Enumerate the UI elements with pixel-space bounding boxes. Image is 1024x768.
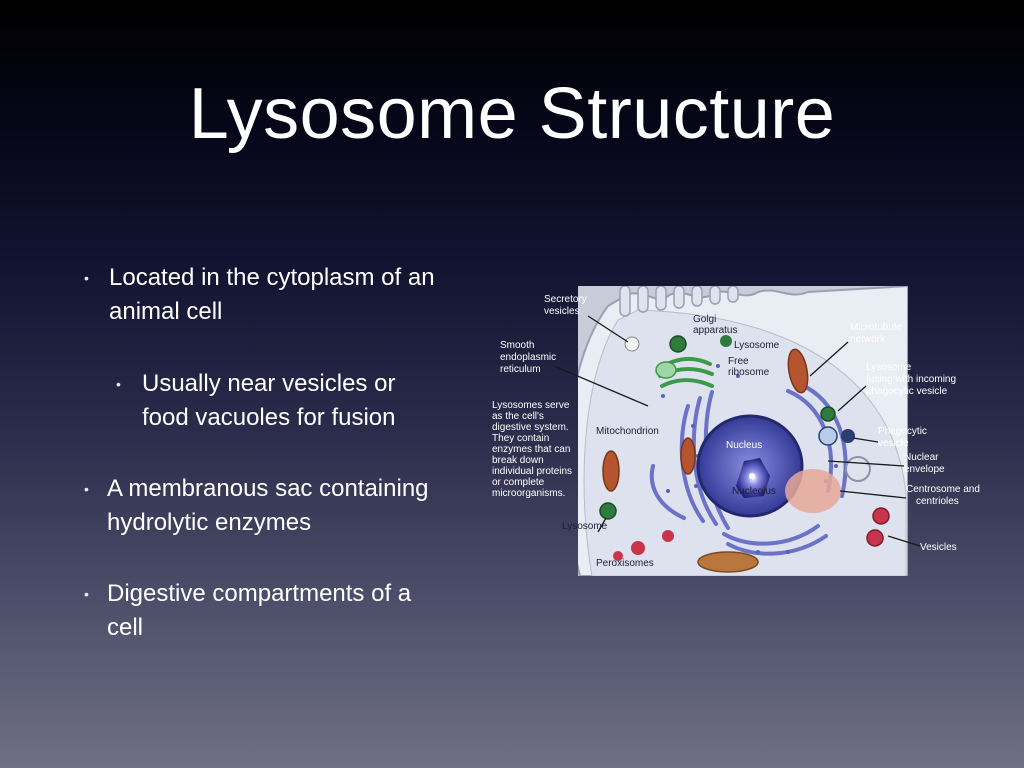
label-lysosome-top: Lysosome bbox=[734, 340, 780, 351]
vesicle bbox=[872, 507, 890, 525]
label-nucleolus: Nucleolus bbox=[732, 486, 776, 497]
phagocytic-vesicle bbox=[818, 426, 838, 446]
label-phagocytic-1: Phagocytic bbox=[878, 426, 927, 437]
label-smooth-2: endoplasmic bbox=[500, 352, 556, 363]
vesicle-large bbox=[845, 456, 871, 482]
microvilli bbox=[619, 286, 739, 317]
peroxisomes bbox=[613, 530, 674, 561]
bullet-1-line-2: animal cell bbox=[109, 298, 223, 325]
label-centrosome-2: centrioles bbox=[916, 496, 959, 507]
label-microtubule-2: network bbox=[850, 334, 886, 345]
bullet-1-line-1: Located in the cytoplasm of an bbox=[109, 264, 435, 291]
pointer-lines bbox=[553, 315, 921, 547]
label-golgi-2: apparatus bbox=[693, 325, 737, 336]
caption-line-9: microorganisms. bbox=[492, 488, 565, 499]
label-lysosome-fusing-1: Lysosome bbox=[866, 362, 912, 373]
centrosome bbox=[785, 469, 841, 513]
bullet-2: A membranous sac containing hydrolytic e… bbox=[107, 472, 507, 540]
bullet-3: Digestive compartments of a cell bbox=[107, 577, 507, 645]
lysosome bbox=[669, 335, 687, 353]
animal-cell-diagram: Golgi apparatus Lysosome Free ribosome M… bbox=[492, 286, 980, 576]
label-nuclear-1: Nuclear bbox=[904, 452, 939, 463]
bullet-2-line-2: hydrolytic enzymes bbox=[107, 509, 312, 536]
label-smooth-3: reticulum bbox=[500, 364, 541, 375]
cell-body bbox=[578, 286, 908, 576]
bullet-1: Located in the cytoplasm of an animal ce… bbox=[109, 261, 509, 329]
label-centrosome-1: Centrosome and bbox=[906, 484, 980, 495]
free-ribosome bbox=[720, 335, 732, 347]
label-microtubule-1: Microtubule bbox=[850, 322, 902, 333]
label-free-ribosome-2: ribosome bbox=[728, 367, 770, 378]
caption-line-8: or complete bbox=[492, 477, 545, 488]
label-lysosome-fusing-2: fusing with incoming bbox=[866, 374, 956, 385]
sub-bullet-1: Usually near vesicles or food vacuoles f… bbox=[142, 367, 482, 435]
caption-line-6: break down bbox=[492, 455, 544, 466]
label-peroxisomes: Peroxisomes bbox=[596, 558, 654, 569]
slide-title: Lysosome Structure bbox=[188, 74, 836, 154]
label-lysosome-fusing-3: phagocytic vesicle bbox=[866, 386, 948, 397]
caption-line-7: individual proteins bbox=[492, 466, 572, 477]
bullet-3-line-2: cell bbox=[107, 614, 144, 641]
label-mitochondrion: Mitochondrion bbox=[596, 426, 659, 437]
label-secretory-2: vesicles bbox=[544, 306, 580, 317]
bullet-marker: • bbox=[84, 586, 89, 602]
lysosome bbox=[820, 406, 836, 422]
secretory-vesicle bbox=[624, 336, 640, 352]
left-labels: Secretory vesicles Smooth endoplasmic re… bbox=[492, 294, 587, 499]
bullet-marker: • bbox=[84, 481, 89, 497]
caption-line-1: Lysosomes serve bbox=[492, 400, 570, 411]
bullet-marker: • bbox=[116, 376, 121, 392]
label-free-ribosome-1: Free bbox=[728, 356, 749, 367]
bullet-marker: • bbox=[84, 270, 89, 286]
bullet-3-line-1: Digestive compartments of a bbox=[107, 580, 412, 607]
caption-line-4: They contain bbox=[492, 433, 549, 444]
label-phagocytic-2: vesicle bbox=[878, 438, 909, 449]
caption-line-2: as the cell's bbox=[492, 411, 544, 422]
lysosome bbox=[599, 502, 617, 520]
caption-line-3: digestive system. bbox=[492, 422, 569, 433]
mitochondria bbox=[602, 348, 809, 573]
label-nuclear-2: envelope bbox=[904, 464, 945, 475]
sub-bullet-1-line-1: Usually near vesicles or bbox=[142, 370, 396, 397]
label-secretory-1: Secretory bbox=[544, 294, 587, 305]
label-nucleus: Nucleus bbox=[726, 440, 762, 451]
right-labels: Microtubule network Lysosome fusing with… bbox=[850, 322, 980, 553]
nucleolus-center bbox=[749, 473, 755, 479]
golgi-vesicle bbox=[655, 361, 677, 379]
sub-bullet-1-line-2: food vacuoles for fusion bbox=[142, 404, 396, 431]
label-golgi-1: Golgi bbox=[693, 314, 716, 325]
phagocytic-vesicle-2 bbox=[841, 429, 855, 443]
label-vesicles: Vesicles bbox=[920, 542, 957, 553]
label-lysosome-bottom: Lysosome bbox=[562, 521, 608, 532]
label-smooth-1: Smooth bbox=[500, 340, 534, 351]
bullet-2-line-1: A membranous sac containing bbox=[107, 475, 429, 502]
vesicle bbox=[866, 529, 884, 547]
caption-line-5: enzymes that can bbox=[492, 444, 570, 455]
